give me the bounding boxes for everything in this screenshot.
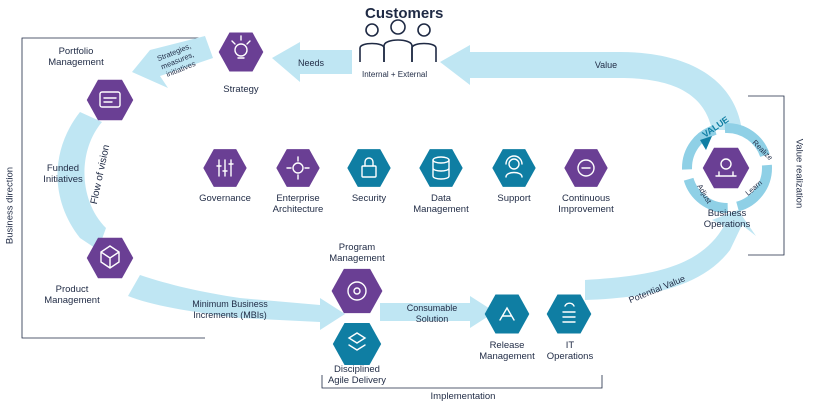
- needs-label: Needs: [298, 58, 325, 68]
- agile-delivery-icon: [347, 332, 367, 351]
- needs-arrow: [272, 42, 352, 82]
- value-realization-label: Value realization: [793, 138, 805, 209]
- portfolio-icon: [99, 91, 121, 108]
- business-direction-bracket: [21, 37, 205, 339]
- customers-subtitle: Internal + External: [362, 70, 428, 79]
- support-icon: [505, 155, 523, 178]
- value-cycle-arrowhead: [700, 136, 712, 150]
- mbi-arrow: [128, 275, 345, 330]
- enterprise-architecture-icon: [286, 156, 310, 180]
- program-hex: [331, 268, 383, 314]
- flow-of-vision-arrow: [57, 112, 106, 250]
- strategy-label: Strategy: [223, 84, 259, 95]
- agile-delivery-hex: [332, 322, 382, 366]
- value-arrow: [440, 45, 742, 130]
- portfolio-hex: [86, 79, 134, 121]
- security-icon: [361, 157, 377, 178]
- business-direction-label: Business direction: [4, 166, 16, 245]
- bizops-label: Business Operations: [703, 208, 751, 230]
- governance-label: Governance: [199, 193, 251, 204]
- agile-delivery-label: Disciplined Agile Delivery: [327, 364, 387, 386]
- customers-title: Customers: [365, 5, 444, 22]
- consumable-label-1: Consumable: [407, 303, 458, 313]
- implementation-bracket: [321, 375, 603, 389]
- release-icon: [499, 306, 515, 321]
- implementation-label: Implementation: [430, 391, 496, 402]
- product-label: Product Management: [44, 284, 100, 306]
- itops-hex: [546, 294, 592, 334]
- potential-value-arrow: [585, 210, 756, 300]
- mbi-label-1: Minimum Business: [192, 299, 268, 309]
- funded-initiatives-label: Funded Initiatives: [43, 163, 83, 185]
- bizops-hex: [702, 147, 750, 189]
- consumable-arrow: [380, 296, 495, 328]
- product-icon: [100, 245, 120, 269]
- customers-icon: [359, 19, 437, 62]
- release-label: Release Management: [479, 340, 535, 362]
- continuous-improvement-icon: [577, 159, 595, 177]
- value-realization-bracket: [748, 95, 785, 256]
- strategies-arrow: [132, 36, 213, 88]
- itops-label: IT Operations: [546, 340, 594, 362]
- flow-ring: [57, 36, 756, 330]
- security-hex: [347, 149, 391, 187]
- value-label: Value: [595, 60, 617, 70]
- program-icon: [347, 281, 367, 301]
- program-label: Program Management: [329, 242, 385, 264]
- strategy-icon: [231, 35, 251, 59]
- governance-icon: [216, 159, 234, 177]
- flow-of-vision-label: Flow of vision: [89, 144, 112, 206]
- security-label: Security: [351, 193, 387, 204]
- mbi-label-2: Increments (MBIs): [193, 310, 267, 320]
- release-hex: [484, 294, 530, 334]
- data-management-hex: [419, 149, 463, 187]
- value-cycle-ring: [682, 123, 772, 213]
- support-label: Support: [497, 193, 531, 204]
- enterprise-architecture-hex: [276, 149, 320, 187]
- consumable-label-2: Solution: [416, 314, 449, 324]
- itops-icon: [562, 302, 576, 323]
- portfolio-label: Portfolio Management: [48, 46, 104, 68]
- data-management-icon: [432, 156, 450, 180]
- support-hex: [492, 149, 536, 187]
- bizops-icon: [715, 158, 737, 177]
